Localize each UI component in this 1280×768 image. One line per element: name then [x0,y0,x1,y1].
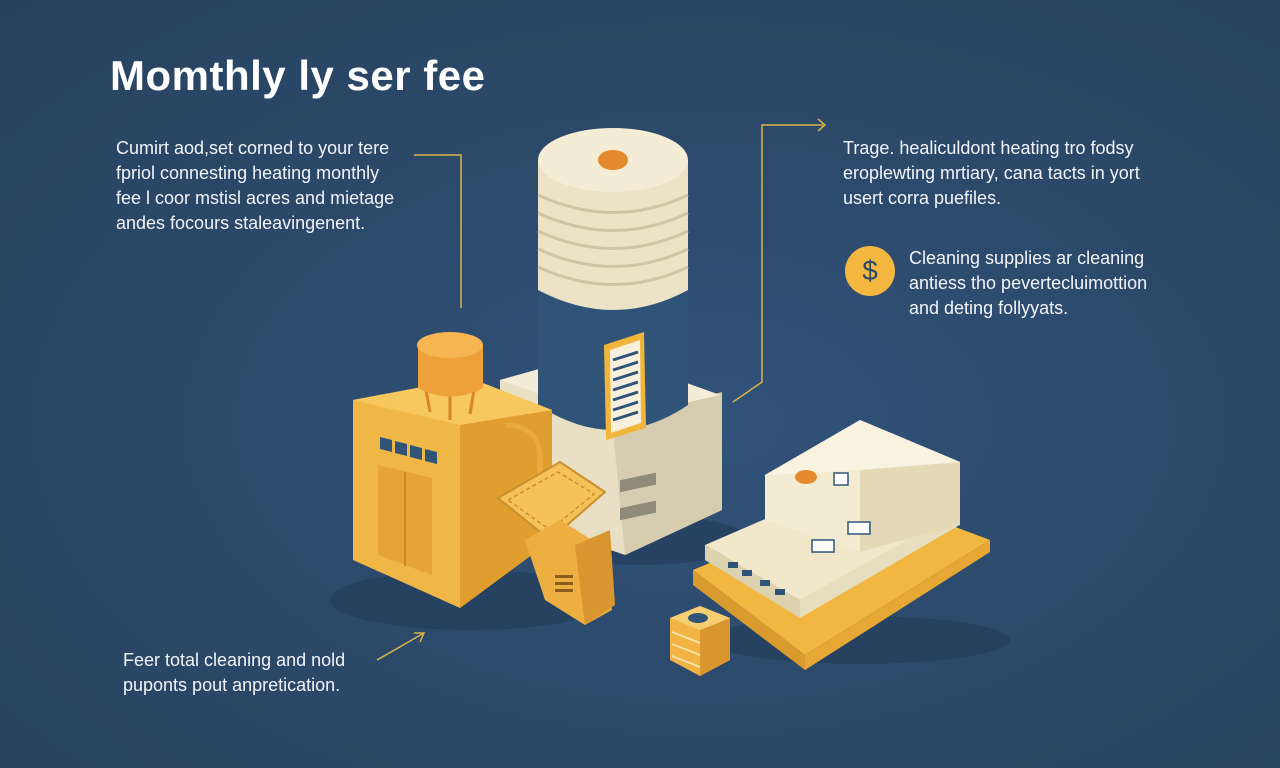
connector-lines [376,118,827,661]
left-description-line: fee l coor mstisl acres and mietage [116,188,395,208]
left-description: Cumirt aod,set corned to your tere fprio… [116,136,394,236]
bottom-description: Feer total cleaning and nold puponts pou… [123,648,345,698]
bottom-description-line: puponts pout anpretication. [123,675,341,695]
dollar-icon: $ [845,246,895,296]
connector-arrow-right [817,118,827,132]
cleaning-supplies-line: and deting follyyats. [909,298,1069,318]
connector-arrow-bottom [414,632,426,643]
page-title: Momthly ly ser fee [110,52,486,99]
cleaning-supplies-line: antiess tho pevertecluimottion [909,273,1148,293]
laundry-basket [496,422,615,625]
left-description-line: fpriol connesting heating monthly [116,163,380,183]
cleaning-supplies-line: Cleaning supplies ar cleaning [909,248,1145,268]
water-tower-icon [417,332,483,420]
cleaning-station [693,420,990,670]
heater-tank [537,128,689,440]
connector-line-left [414,154,462,308]
supply-stack [670,606,730,676]
connector-line-bottom [376,632,425,661]
cleaning-supplies-description: Cleaning supplies ar cleaning antiess th… [909,246,1147,321]
right-description-line: Trage. healiculdont heating tro fodsy [843,138,1134,158]
bottom-description-line: Feer total cleaning and nold [123,650,346,670]
house-building [353,332,552,608]
connector-line-right [732,124,823,403]
left-description-line: Cumirt aod,set corned to your tere [116,138,390,158]
right-description-line: usert corra puefiles. [843,188,1002,208]
left-description-line: andes focours staleavingenent. [116,213,366,233]
right-description-line: eroplewting mrtiary, cana tacts in yort [843,163,1140,183]
right-description: Trage. healiculdont heating tro fodsy er… [843,136,1140,211]
